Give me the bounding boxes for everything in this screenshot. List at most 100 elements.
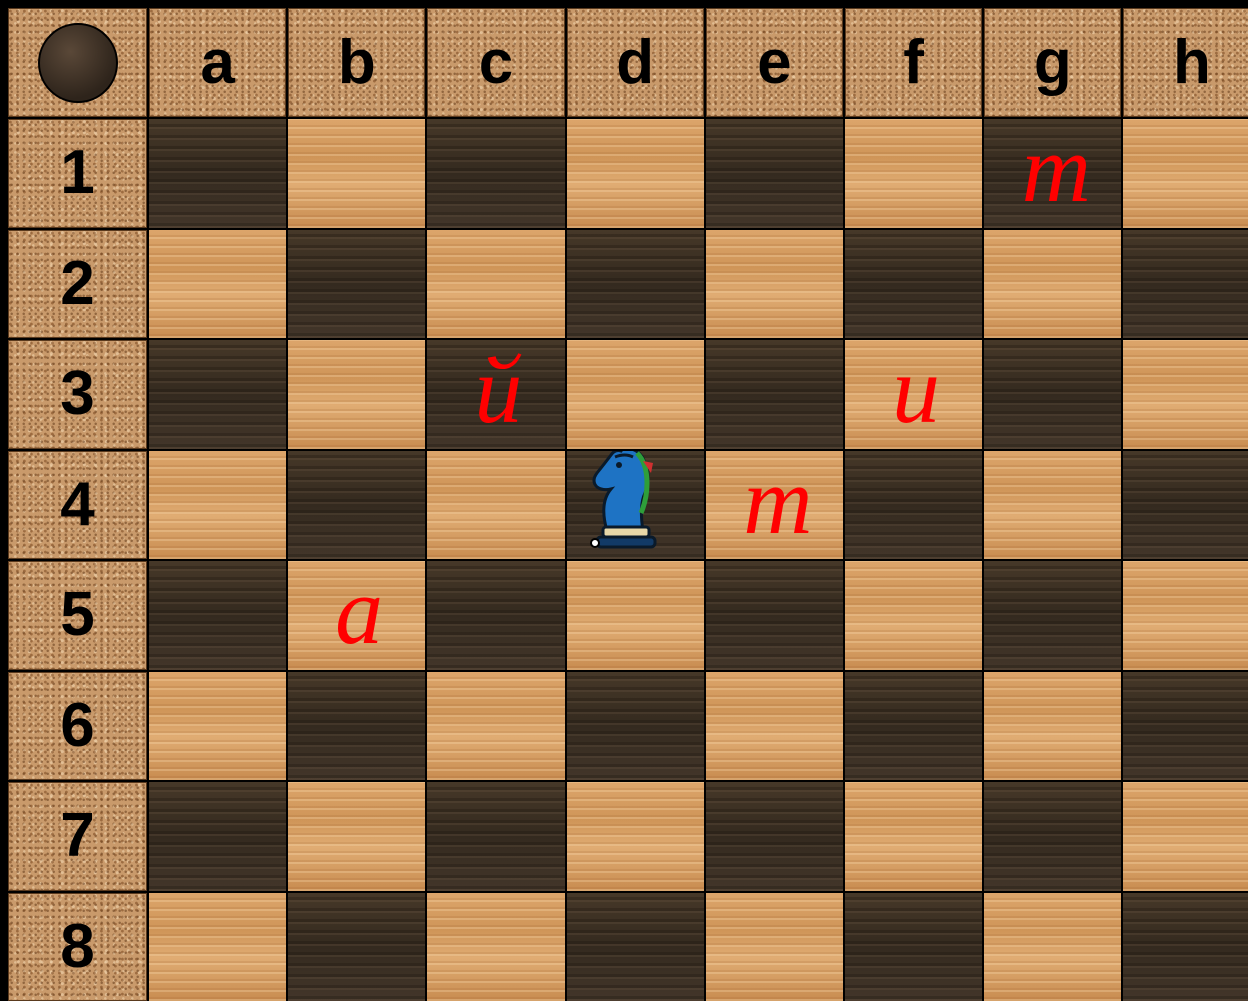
rank-header-8: 8 [8,893,147,1001]
square-d5[interactable] [567,561,704,670]
file-header-g: g [984,8,1121,117]
square-h8[interactable] [1123,893,1248,1001]
square-d1[interactable] [567,119,704,228]
rank-header-1: 1 [8,119,147,228]
square-d4[interactable] [567,451,704,560]
file-label: d [616,32,654,94]
square-f4[interactable] [845,451,982,560]
file-label: b [338,32,376,94]
rank-label: 7 [60,805,94,867]
square-c7[interactable] [427,782,564,891]
letter-e4: т [743,453,812,549]
square-h5[interactable] [1123,561,1248,670]
square-a6[interactable] [149,672,286,781]
square-h4[interactable] [1123,451,1248,560]
square-e3[interactable] [706,340,843,449]
square-a4[interactable] [149,451,286,560]
file-header-a: a [149,8,286,117]
square-b7[interactable] [288,782,425,891]
square-h6[interactable] [1123,672,1248,781]
square-b5[interactable]: а [288,561,425,670]
square-f1[interactable] [845,119,982,228]
square-f3[interactable]: и [845,340,982,449]
square-f5[interactable] [845,561,982,670]
square-b1[interactable] [288,119,425,228]
rank-header-5: 5 [8,561,147,670]
file-label: h [1173,32,1211,94]
square-h7[interactable] [1123,782,1248,891]
rank-label: 4 [60,474,94,536]
square-b2[interactable] [288,230,425,339]
square-e2[interactable] [706,230,843,339]
file-header-e: e [706,8,843,117]
square-c6[interactable] [427,672,564,781]
rank-label: 5 [60,584,94,646]
square-d7[interactable] [567,782,704,891]
rank-label: 1 [60,142,94,204]
square-c1[interactable] [427,119,564,228]
square-d8[interactable] [567,893,704,1001]
square-b8[interactable] [288,893,425,1001]
square-g7[interactable] [984,782,1121,891]
square-a1[interactable] [149,119,286,228]
square-c2[interactable] [427,230,564,339]
square-g8[interactable] [984,893,1121,1001]
rank-label: 3 [60,363,94,425]
square-b4[interactable] [288,451,425,560]
file-label: f [903,32,924,94]
square-f7[interactable] [845,782,982,891]
square-g2[interactable] [984,230,1121,339]
rank-header-3: 3 [8,340,147,449]
square-c3[interactable]: й [427,340,564,449]
square-d3[interactable] [567,340,704,449]
square-g5[interactable] [984,561,1121,670]
square-a2[interactable] [149,230,286,339]
square-g1[interactable]: т [984,119,1121,228]
rank-header-4: 4 [8,451,147,560]
blue-knight-icon [581,451,665,551]
square-g3[interactable] [984,340,1121,449]
rank-label: 2 [60,253,94,315]
square-f6[interactable] [845,672,982,781]
square-b3[interactable] [288,340,425,449]
square-c8[interactable] [427,893,564,1001]
knight-piece[interactable] [581,451,665,556]
file-header-f: f [845,8,982,117]
file-label: c [479,32,513,94]
square-e5[interactable] [706,561,843,670]
square-c4[interactable] [427,451,564,560]
file-header-d: d [567,8,704,117]
square-a3[interactable] [149,340,286,449]
square-e4[interactable]: т [706,451,843,560]
square-g4[interactable] [984,451,1121,560]
rank-label: 8 [60,916,94,978]
square-c5[interactable] [427,561,564,670]
rank-header-7: 7 [8,782,147,891]
square-a8[interactable] [149,893,286,1001]
square-d2[interactable] [567,230,704,339]
file-header-b: b [288,8,425,117]
rank-label: 6 [60,695,94,757]
file-label: g [1034,32,1072,94]
square-e6[interactable] [706,672,843,781]
square-g6[interactable] [984,672,1121,781]
square-a7[interactable] [149,782,286,891]
square-h3[interactable] [1123,340,1248,449]
square-b6[interactable] [288,672,425,781]
rank-header-6: 6 [8,672,147,781]
file-label: e [757,32,791,94]
rank-header-2: 2 [8,230,147,339]
letter-g1: т [1022,121,1091,217]
square-e8[interactable] [706,893,843,1001]
square-f8[interactable] [845,893,982,1001]
letter-c3: й [474,342,522,438]
square-a5[interactable] [149,561,286,670]
square-d6[interactable] [567,672,704,781]
square-h2[interactable] [1123,230,1248,339]
square-f2[interactable] [845,230,982,339]
corner-cell [8,8,147,117]
square-e7[interactable] [706,782,843,891]
square-h1[interactable] [1123,119,1248,228]
square-e1[interactable] [706,119,843,228]
